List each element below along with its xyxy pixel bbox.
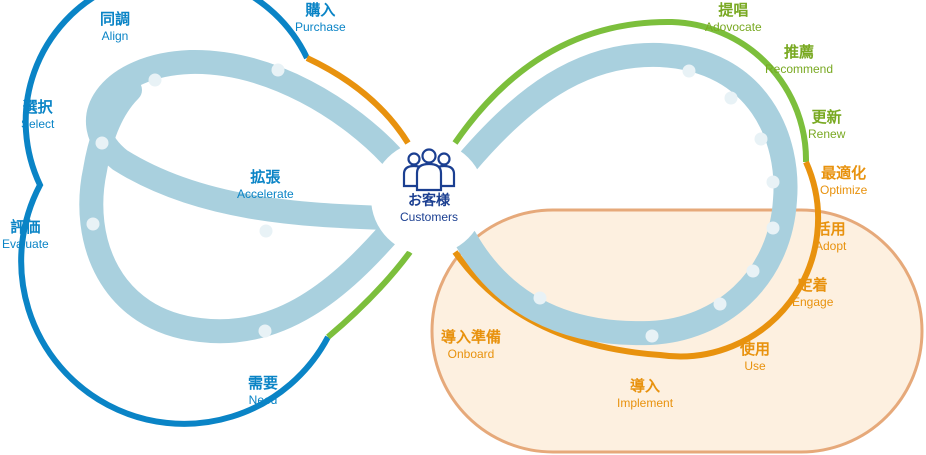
stage-advocate-en: Adovocate: [705, 20, 762, 34]
track-dot: [645, 329, 659, 343]
stage-engage-jp: 定着: [797, 276, 828, 294]
stage-onboard-jp: 導入準備: [441, 328, 502, 346]
stage-evaluate-jp: 評価: [10, 218, 41, 236]
track-dot: [724, 91, 738, 105]
track-dot: [713, 297, 727, 311]
track-dot: [754, 132, 768, 146]
right-loop-track: [453, 42, 798, 346]
stage-purchase: 購入 Purchase: [295, 1, 346, 34]
stage-recommend-jp: 推薦: [784, 43, 815, 61]
stage-align-en: Align: [101, 29, 129, 43]
stage-accelerate-jp: 拡張: [250, 168, 281, 186]
stage-engage-en: Engage: [792, 295, 834, 309]
stage-recommend: 推薦 Recommend: [765, 43, 834, 76]
right-ring-green-arc: [452, 18, 810, 163]
left-loop-track: [86, 49, 407, 230]
stage-use-jp: 使用: [740, 340, 771, 358]
stage-engage: 定着 Engage: [792, 276, 834, 309]
stage-optimize-jp: 最適化: [821, 164, 867, 182]
customers-center: お客様 Customers: [372, 146, 486, 256]
track-dots: [86, 63, 780, 343]
stage-purchase-en: Purchase: [295, 20, 346, 34]
left-ring-orange-arc: [305, 55, 411, 145]
track-dot: [766, 175, 780, 189]
stage-select: 選択 Select: [21, 98, 55, 131]
customers-group-icon: [402, 148, 456, 192]
stage-onboard: 導入準備 Onboard: [441, 328, 502, 361]
stage-renew: 更新 Renew: [808, 108, 846, 141]
stage-advocate-jp: 提唱: [718, 1, 749, 19]
track-dot: [682, 64, 696, 78]
track-dot: [746, 264, 760, 278]
left-ring-blue-arc: [18, 0, 331, 427]
stage-need: 需要 Need: [248, 374, 279, 407]
stage-evaluate-en: Evaluate: [2, 237, 49, 251]
stage-optimize-en: Optimize: [820, 183, 868, 197]
track-dot: [95, 136, 109, 150]
customers-label-jp: お客様: [408, 193, 450, 209]
stage-accelerate: 拡張 Accelerate: [237, 168, 294, 201]
track-dot: [259, 224, 273, 238]
stage-align: 同調 Align: [100, 10, 131, 43]
stage-implement: 導入 Implement: [617, 377, 674, 410]
stage-implement-en: Implement: [617, 396, 674, 410]
stage-select-en: Select: [21, 117, 55, 131]
stage-optimize: 最適化 Optimize: [820, 164, 868, 197]
left-ring-green-arc: [326, 250, 413, 340]
stage-implement-jp: 導入: [630, 377, 661, 395]
stage-use: 使用 Use: [740, 340, 771, 373]
stage-adopt-jp: 活用: [815, 220, 846, 238]
stage-need-jp: 需要: [248, 374, 279, 392]
stage-advocate: 提唱 Adovocate: [705, 1, 762, 34]
stage-renew-jp: 更新: [811, 108, 842, 126]
center-circle: [371, 141, 485, 255]
stage-need-en: Need: [248, 393, 278, 407]
track-dot: [148, 73, 162, 87]
stage-onboard-en: Onboard: [447, 347, 495, 361]
track-dot: [533, 291, 547, 305]
stage-adopt-en: Adopt: [815, 239, 847, 253]
stage-purchase-jp: 購入: [305, 1, 336, 19]
stage-renew-en: Renew: [808, 127, 846, 141]
stage-adopt: 活用 Adopt: [815, 220, 847, 253]
stage-select-jp: 選択: [22, 98, 53, 116]
stage-evaluate: 評価 Evaluate: [2, 218, 49, 251]
track-dot: [766, 221, 780, 235]
track-dot: [271, 63, 285, 77]
stage-recommend-en: Recommend: [765, 62, 834, 76]
track-dot: [258, 324, 272, 338]
track-dot: [86, 217, 100, 231]
stage-align-jp: 同調: [100, 10, 131, 28]
stage-accelerate-en: Accelerate: [237, 187, 294, 201]
customers-label-en: Customers: [399, 210, 458, 225]
stage-use-en: Use: [744, 359, 766, 373]
